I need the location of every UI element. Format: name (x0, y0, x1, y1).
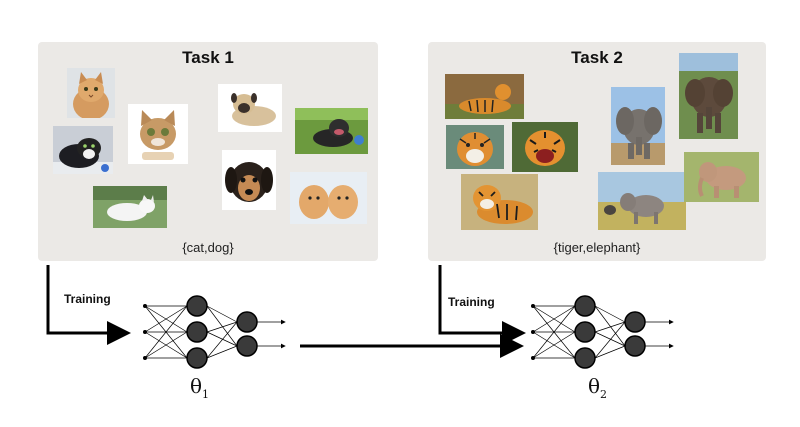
tiger-photo (446, 125, 504, 169)
network-edge (206, 305, 238, 347)
network-edge (144, 331, 188, 359)
elephant-photo (684, 152, 759, 202)
network-edge (206, 321, 238, 359)
input-node (531, 356, 535, 360)
neural-network-1 (143, 295, 286, 369)
training-label-1: Training (64, 292, 111, 306)
network-edge (594, 345, 626, 359)
network-edge (594, 305, 626, 347)
elephant-photo (598, 172, 686, 230)
cat-photo (93, 186, 167, 228)
output-node (624, 335, 646, 357)
dog-photo (218, 84, 282, 132)
output-node (236, 335, 258, 357)
dog-photo (222, 150, 276, 210)
network-edge (532, 305, 576, 333)
hidden-node (574, 295, 596, 317)
tiger-photo (445, 74, 524, 119)
task-2-classes: {tiger,elephant} (553, 240, 641, 255)
task-1-classes: {cat,dog} (182, 240, 234, 255)
theta-symbol: θ (190, 374, 203, 398)
network-edge (594, 305, 626, 323)
network-edge (532, 331, 576, 359)
training-arrow-2 (438, 265, 526, 345)
network-edge (144, 305, 188, 333)
hidden-node (574, 347, 596, 369)
theta-subscript: 1 (202, 388, 210, 401)
tiger-photo (512, 122, 578, 172)
tiger-photo (461, 174, 538, 230)
neural-network-2 (531, 295, 674, 369)
training-arrow-1 (46, 265, 131, 345)
training-label-2: Training (448, 295, 495, 309)
task-1-title: Task 1 (182, 48, 234, 67)
network-edge (532, 305, 576, 359)
hidden-node (186, 321, 208, 343)
network-edge (206, 305, 238, 323)
network-edge (594, 321, 626, 359)
cat-photo (53, 126, 113, 174)
network-edge (206, 345, 238, 359)
elephant-photo (679, 53, 738, 139)
dog-photo (295, 108, 368, 154)
theta-symbol: θ (588, 374, 601, 398)
theta-subscript: 2 (600, 388, 608, 401)
model-1-parameters: θ1 (190, 374, 209, 401)
elephant-photo (611, 87, 665, 165)
output-node (624, 311, 646, 333)
network-edge (206, 321, 238, 333)
output-node (236, 311, 258, 333)
hidden-node (186, 295, 208, 317)
input-node (143, 356, 147, 360)
input-node (143, 304, 147, 308)
input-node (531, 304, 535, 308)
network-edge (144, 305, 188, 359)
network-edge (594, 321, 626, 333)
dog-photo (290, 172, 367, 224)
model-2-parameters: θ2 (588, 374, 607, 401)
network-edge (206, 331, 238, 347)
hidden-node (574, 321, 596, 343)
input-node (143, 330, 147, 334)
hidden-node (186, 347, 208, 369)
network-edge (594, 331, 626, 347)
cat-photo (67, 68, 115, 118)
task-2-title: Task 2 (571, 48, 623, 67)
input-node (531, 330, 535, 334)
cat-photo (128, 104, 188, 164)
